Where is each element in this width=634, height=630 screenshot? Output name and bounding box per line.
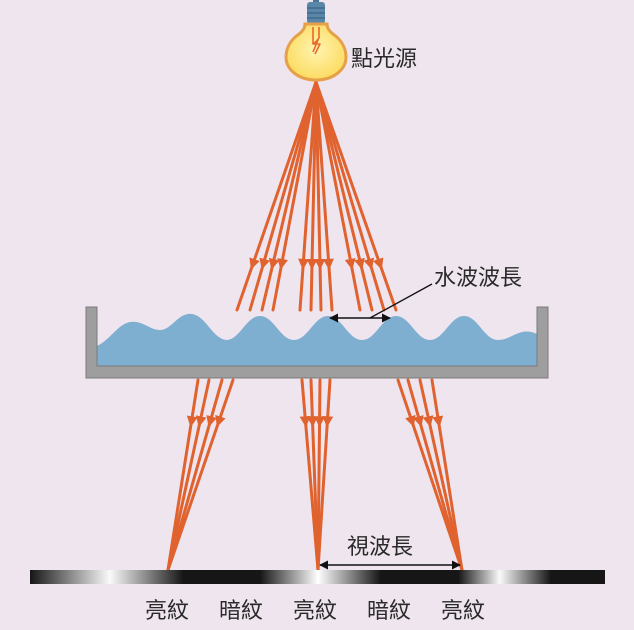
ray-path [166, 378, 211, 572]
fringe-label-dark: 暗紋 [367, 599, 411, 624]
fringe-label-bright: 亮紋 [145, 599, 189, 624]
fringe-label-bright: 亮紋 [441, 599, 485, 624]
ray-path [314, 80, 362, 312]
water-surface [97, 313, 537, 366]
light-bulb-icon [284, 0, 348, 82]
fringe-label-dark: 暗紋 [219, 599, 263, 624]
ray-path [314, 80, 374, 312]
ray-path [314, 80, 398, 312]
ray-path [396, 378, 464, 572]
ray-path [314, 80, 386, 312]
ray-path [314, 80, 326, 312]
ray-path [316, 378, 334, 572]
ray-path [260, 80, 318, 312]
ray-path [306, 378, 320, 572]
light-rays [166, 80, 464, 572]
wave-tank [85, 306, 549, 379]
ray-path [166, 378, 200, 572]
bulb-filament [312, 27, 321, 55]
ray-path [248, 80, 318, 312]
ray-path [406, 378, 464, 572]
ray-path [299, 378, 320, 572]
ray-path [298, 80, 318, 312]
tank-body [85, 306, 549, 379]
ray-path [306, 80, 318, 312]
ray-path [314, 80, 334, 312]
ray-path [166, 378, 224, 572]
ray-path [235, 80, 318, 312]
water-wavelength-leader [369, 283, 433, 319]
fringe-screen [30, 570, 605, 584]
ray-path [271, 80, 318, 312]
ray-path [166, 378, 235, 572]
light-source-label: 點光源 [351, 47, 417, 72]
fringe-label-bright: 亮紋 [293, 599, 337, 624]
ray-path [430, 378, 464, 572]
ray-path [418, 378, 464, 572]
apparent-wavelength-label: 視波長 [347, 535, 413, 560]
water-wavelength-label: 水波波長 [434, 266, 522, 291]
fringe-labels: 亮紋 暗紋 亮紋 暗紋 亮紋 [145, 599, 485, 624]
ray-path [314, 378, 326, 572]
